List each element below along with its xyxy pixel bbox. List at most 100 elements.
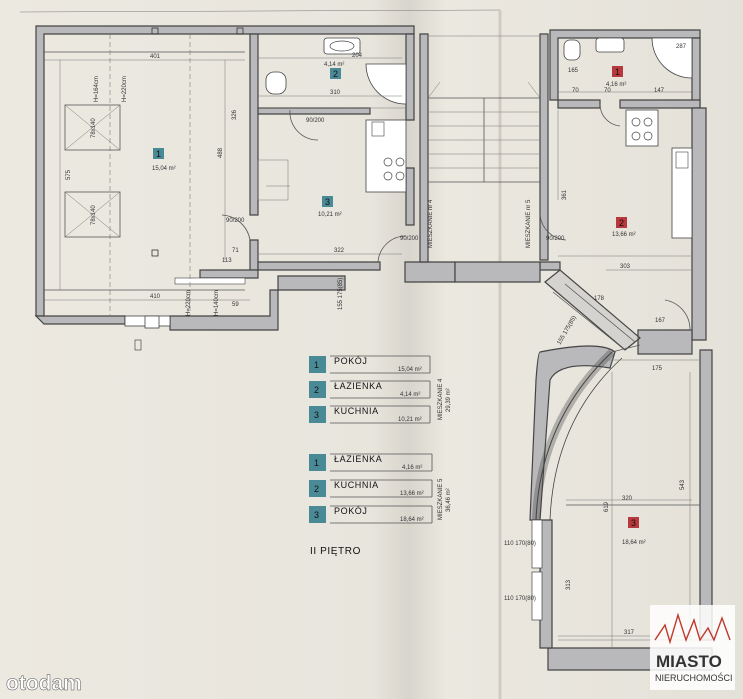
bathroom-4-fixtures (258, 37, 407, 109)
legend-row: 2 ŁAZIENKA 4,14 m² (309, 380, 431, 399)
dim-label: 326 (232, 109, 238, 120)
legend-room-area: 15,04 m² (398, 367, 422, 373)
dim-label: 90/200 (226, 218, 245, 224)
dim-label: 178 (594, 296, 605, 302)
legend-row: 1 ŁAZIENKA 4,16 m² (309, 453, 433, 472)
dim-label: 619 (604, 501, 610, 512)
apartment-4-plan-label: MIESZKANIE nr 4 (428, 199, 434, 248)
dim-label: 175 (652, 366, 663, 372)
dim-label: 488 (218, 147, 224, 158)
dim-label: 113 (222, 258, 232, 264)
legend-room-name: POKÓJ (334, 356, 368, 366)
dim-label: 322 (334, 248, 345, 254)
kitchen-4-fixtures (257, 119, 407, 201)
room-tag-area: 4,16 m² (606, 82, 626, 88)
dim-label: 320 (622, 496, 633, 502)
legend-num: 3 (314, 510, 319, 520)
agency-logo: MIASTO NIERUCHOMOŚCI (650, 605, 735, 690)
legend-row: 3 POKÓJ 18,64 m² (309, 505, 433, 524)
dim-label: 78x140 (91, 118, 97, 138)
room-tag-num: 3 (631, 518, 636, 528)
room-tag-area: 18,64 m² (622, 540, 646, 546)
legend-room-area: 18,64 m² (400, 517, 424, 523)
room-tag-a5-1: 1 4,16 m² (606, 66, 626, 88)
dim-label: 70 (604, 88, 611, 94)
room-tag-num: 2 (333, 69, 338, 79)
dim-label: 303 (620, 264, 631, 270)
room-tag-a4-1: 1 15,04 m² (152, 148, 176, 172)
sheet-edge (19, 9, 501, 13)
apartment-5-area: 36,46 m² (446, 488, 452, 512)
dim-label: 110 170(80) (504, 596, 536, 602)
legend-room-area: 4,16 m² (402, 465, 422, 471)
dim-label: 361 (562, 189, 568, 200)
dim-label: H=140cm (214, 290, 220, 316)
dim-label: H=164cm (94, 76, 100, 102)
dim-label: 71 (232, 248, 239, 254)
dim-label: 90/200 (400, 236, 419, 242)
apartment-4-label: MIESZKANIE 4 (438, 378, 444, 420)
apartment-4-area: 29,39 m² (446, 388, 452, 412)
dim-label: 165 (568, 68, 579, 74)
agency-name-line1: MIASTO (656, 652, 722, 671)
legend-num: 3 (314, 410, 319, 420)
dim-label: 110 170(80) (504, 541, 536, 547)
legend-num: 2 (314, 385, 319, 395)
legend-apartment-5: 1 ŁAZIENKA 4,16 m² 2 KUCHNIA 13,66 m² 3 … (309, 453, 452, 524)
window-mid (174, 277, 246, 285)
room-tag-a5-2: 2 13,66 m² (612, 217, 636, 238)
dim-label: 147 (654, 88, 665, 94)
dim-label: 78x140 (91, 205, 97, 225)
bathroom-5-fixtures (558, 37, 693, 93)
legend-room-area: 4,14 m² (400, 392, 420, 398)
room-tag-a5-3: 3 18,64 m² (622, 517, 646, 546)
legend-apartment-4: 1 POKÓJ 15,04 m² 2 ŁAZIENKA 4,14 m² 3 KU… (309, 355, 452, 424)
dim-label: 155 175(85) (557, 315, 578, 346)
dim-label: 313 (566, 579, 572, 590)
dim-label: 59 (232, 302, 239, 308)
legend-row: 2 KUCHNIA 13,66 m² (309, 479, 433, 498)
dim-label: 204 (352, 53, 363, 59)
room-tag-a4-2: 2 4,14 m² (324, 62, 344, 79)
otodam-logo-text: otodam (6, 672, 82, 695)
legend-room-area: 13,66 m² (400, 491, 424, 497)
windows-pokoj-5 (531, 519, 543, 621)
dim-label: H=220cm (122, 76, 128, 102)
legend-row: 1 POKÓJ 15,04 m² (309, 355, 431, 374)
window-room1-bottom (124, 315, 171, 329)
legend-row: 3 KUCHNIA 10,21 m² (309, 405, 431, 424)
room-tag-num: 1 (615, 67, 620, 77)
room-tag-num: 3 (325, 197, 330, 207)
apartment-4-walls (34, 25, 456, 331)
legend-room-name: ŁAZIENKA (334, 381, 382, 391)
dim-label: 90/200 (546, 236, 565, 242)
staircase (419, 33, 549, 263)
dimension-lines (44, 57, 692, 637)
dim-label: 167 (655, 318, 666, 324)
legend-room-name: ŁAZIENKA (334, 454, 382, 464)
dim-label: 410 (150, 294, 161, 300)
dim-label: 317 (624, 630, 635, 636)
dim-label: 70 (572, 88, 579, 94)
room-tag-area: 4,14 m² (324, 62, 344, 68)
agency-name-line2: NIERUCHOMOŚCI (655, 672, 733, 683)
room1-lines (44, 27, 407, 351)
legend-room-name: KUCHNIA (334, 406, 379, 416)
pokoj-5-curve (532, 349, 700, 648)
legend-room-area: 10,21 m² (398, 417, 422, 423)
dim-label: 287 (676, 44, 687, 50)
apartment-5-label: MIESZKANIE 5 (438, 478, 444, 520)
kitchen-5-fixtures (539, 103, 693, 257)
dim-label: H=220cm (186, 290, 192, 316)
dim-label: 401 (150, 54, 161, 60)
floor-label: II PIĘTRO (310, 546, 361, 557)
dim-label: 155 175(85) (338, 278, 344, 310)
dim-label: 310 (330, 90, 341, 96)
vestibule-5 (544, 269, 691, 353)
room-tag-area: 15,04 m² (152, 166, 176, 172)
legend-num: 1 (314, 360, 319, 370)
dim-label: 543 (680, 479, 686, 490)
legend-num: 1 (314, 458, 319, 468)
